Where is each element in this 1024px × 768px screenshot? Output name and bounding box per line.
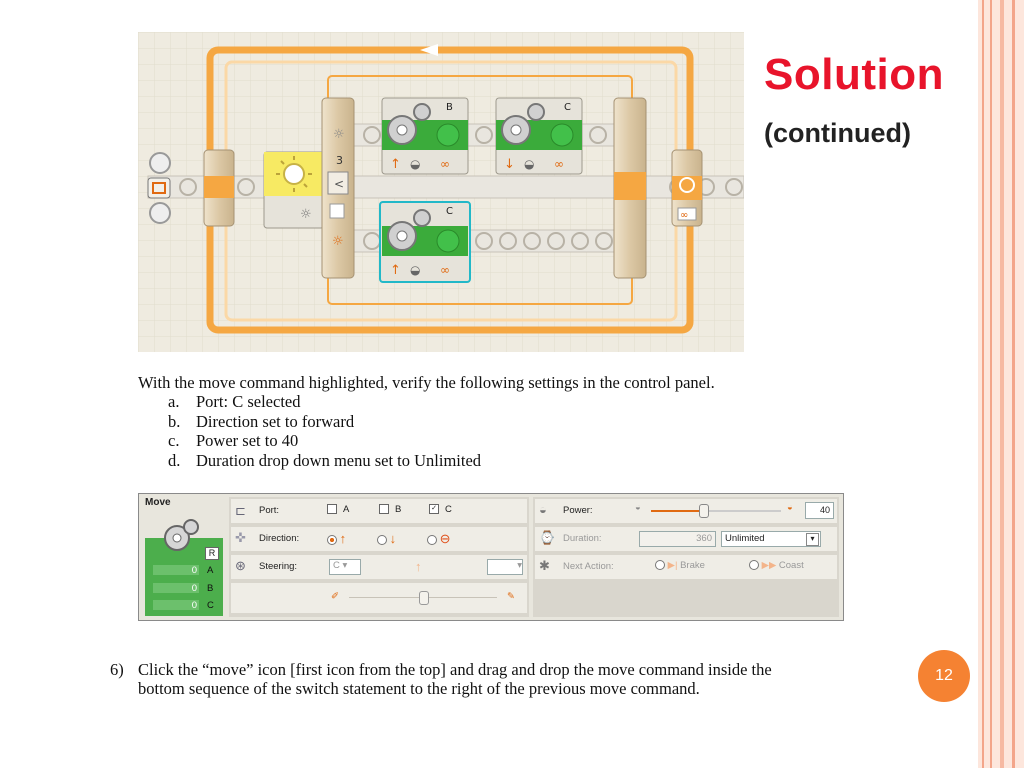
checklist-item: a.Port: C selected bbox=[168, 392, 301, 411]
direction-label: Direction: bbox=[259, 533, 300, 544]
svg-text:☼: ☼ bbox=[300, 207, 312, 222]
power-low-icon: ◒ bbox=[635, 502, 641, 513]
start-node bbox=[147, 152, 171, 224]
direction-backward-radio[interactable]: ↓ bbox=[377, 531, 396, 546]
slide-subtitle: (continued) bbox=[764, 118, 911, 148]
next-action-label: Next Action: bbox=[563, 561, 614, 572]
svg-text:∞: ∞ bbox=[440, 157, 450, 171]
slide-title: Solution bbox=[764, 50, 944, 99]
svg-text:C: C bbox=[564, 102, 571, 113]
port-a-letter: A bbox=[207, 565, 214, 576]
svg-text:∞: ∞ bbox=[680, 210, 688, 221]
power-label: Power: bbox=[563, 505, 593, 516]
svg-text:☼: ☼ bbox=[333, 127, 345, 142]
svg-text:<: < bbox=[334, 177, 344, 191]
power-row: ◒ Power: ◒ ◒ 40 bbox=[535, 499, 837, 523]
move-block-b: B ↑ ◒ ∞ bbox=[381, 97, 469, 175]
duration-row: ⌚ Duration: 360 Unlimited▾ bbox=[535, 527, 837, 551]
move-block-c-top: C ↓ ◒ ∞ bbox=[495, 97, 583, 175]
port-c-checkbox[interactable]: ✓C bbox=[429, 504, 452, 515]
power-high-icon: ◒ bbox=[787, 502, 793, 513]
power-value-input[interactable]: 40 bbox=[805, 502, 834, 519]
program-canvas: ☼ ☼ 3 < ☼ ∞ B ↑ ◒ ∞ C ↓ ◒ ∞ bbox=[138, 32, 745, 352]
direction-forward-radio[interactable]: ↑ bbox=[327, 531, 346, 546]
power-icon: ◒ bbox=[539, 502, 547, 517]
border-line bbox=[990, 0, 992, 768]
svg-text:◒: ◒ bbox=[410, 263, 420, 277]
svg-text:↓: ↓ bbox=[504, 157, 515, 172]
steering-icon: ⊛ bbox=[235, 558, 246, 573]
port-r: R bbox=[205, 547, 219, 560]
coast-radio[interactable]: ▶▶ Coast bbox=[749, 560, 804, 571]
port-b-value: 0 bbox=[153, 583, 199, 594]
port-a-checkbox[interactable]: A bbox=[327, 504, 349, 515]
page-number-badge: 12 bbox=[918, 650, 970, 702]
duration-icon: ⌚ bbox=[539, 530, 556, 545]
block-summary: Move R 0 A 0 B 0 C bbox=[139, 494, 227, 620]
direction-stop-radio[interactable]: ⊖ bbox=[427, 531, 451, 547]
port-c-letter: C bbox=[207, 600, 214, 611]
duration-label: Duration: bbox=[563, 533, 602, 544]
brake-radio[interactable]: ▶| Brake bbox=[655, 560, 705, 571]
port-b-checkbox[interactable]: B bbox=[379, 504, 401, 515]
svg-text:◒: ◒ bbox=[524, 157, 534, 171]
duration-value-input[interactable]: 360 bbox=[639, 531, 716, 547]
checklist-item: c.Power set to 40 bbox=[168, 431, 299, 450]
step-instruction: 6) Click the “move” icon [first icon fro… bbox=[110, 660, 790, 698]
port-row: ⊏ Port: A B ✓C bbox=[231, 499, 527, 523]
svg-text:◒: ◒ bbox=[410, 157, 420, 171]
svg-text:↑: ↑ bbox=[390, 263, 401, 278]
steering-label: Steering: bbox=[259, 561, 298, 572]
move-block-c-selected: C ↑ ◒ ∞ bbox=[379, 201, 471, 283]
steering-row: ⊛ Steering: C ▾ ↑ ▾ bbox=[231, 555, 527, 579]
steer-right-icon: ✎ bbox=[507, 591, 515, 602]
svg-text:↑: ↑ bbox=[390, 157, 401, 172]
border-line bbox=[1000, 0, 1004, 768]
svg-text:∞: ∞ bbox=[554, 157, 564, 171]
steering-slider-handle[interactable] bbox=[419, 591, 429, 605]
power-slider-track[interactable] bbox=[651, 510, 781, 512]
checklist: a.Port: C selected b.Direction set to fo… bbox=[138, 392, 788, 470]
port-c-value: 0 bbox=[153, 600, 199, 611]
step-text: Click the “move” icon [first icon from t… bbox=[138, 660, 772, 698]
svg-text:∞: ∞ bbox=[440, 263, 450, 277]
steering-port-select[interactable]: C ▾ bbox=[329, 559, 361, 575]
intro-text: With the move command highlighted, verif… bbox=[138, 373, 715, 392]
gear-icon bbox=[161, 518, 201, 555]
checklist-item: b.Direction set to forward bbox=[168, 411, 355, 431]
step-number: 6) bbox=[110, 660, 124, 679]
steering-arrow-icon: ↑ bbox=[415, 559, 422, 574]
port-b-letter: B bbox=[207, 583, 214, 594]
checklist-item: d.Duration drop down menu set to Unlimit… bbox=[168, 450, 482, 470]
steer-left-icon: ✐ bbox=[331, 591, 339, 602]
port-icon: ⊏ bbox=[235, 503, 246, 518]
instructions: With the move command highlighted, verif… bbox=[138, 373, 788, 470]
svg-text:☼: ☼ bbox=[332, 234, 344, 249]
border-line bbox=[982, 0, 984, 768]
border-line bbox=[1012, 0, 1015, 768]
steering-slider-row: ✐ ✎ bbox=[231, 583, 527, 613]
steering-value-select[interactable]: ▾ bbox=[487, 559, 523, 575]
direction-icon: ✜ bbox=[235, 530, 246, 545]
direction-row: ✜ Direction: ↑ ↓ ⊖ bbox=[231, 527, 527, 551]
next-action-row: ✱ Next Action: ▶| Brake ▶▶ Coast bbox=[535, 555, 837, 579]
switch-value: 3 bbox=[336, 154, 343, 167]
svg-text:B: B bbox=[446, 102, 453, 113]
port-a-value: 0 bbox=[153, 565, 199, 576]
svg-text:C: C bbox=[446, 206, 453, 217]
duration-unit-select[interactable]: Unlimited▾ bbox=[721, 531, 821, 547]
port-label: Port: bbox=[259, 505, 280, 516]
next-action-icon: ✱ bbox=[539, 558, 550, 573]
block-name: Move bbox=[145, 497, 171, 508]
move-control-panel: Move R 0 A 0 B 0 C ⊏ Port: A B ✓C ✜ Dire… bbox=[138, 493, 844, 621]
power-slider-handle[interactable] bbox=[699, 504, 709, 518]
